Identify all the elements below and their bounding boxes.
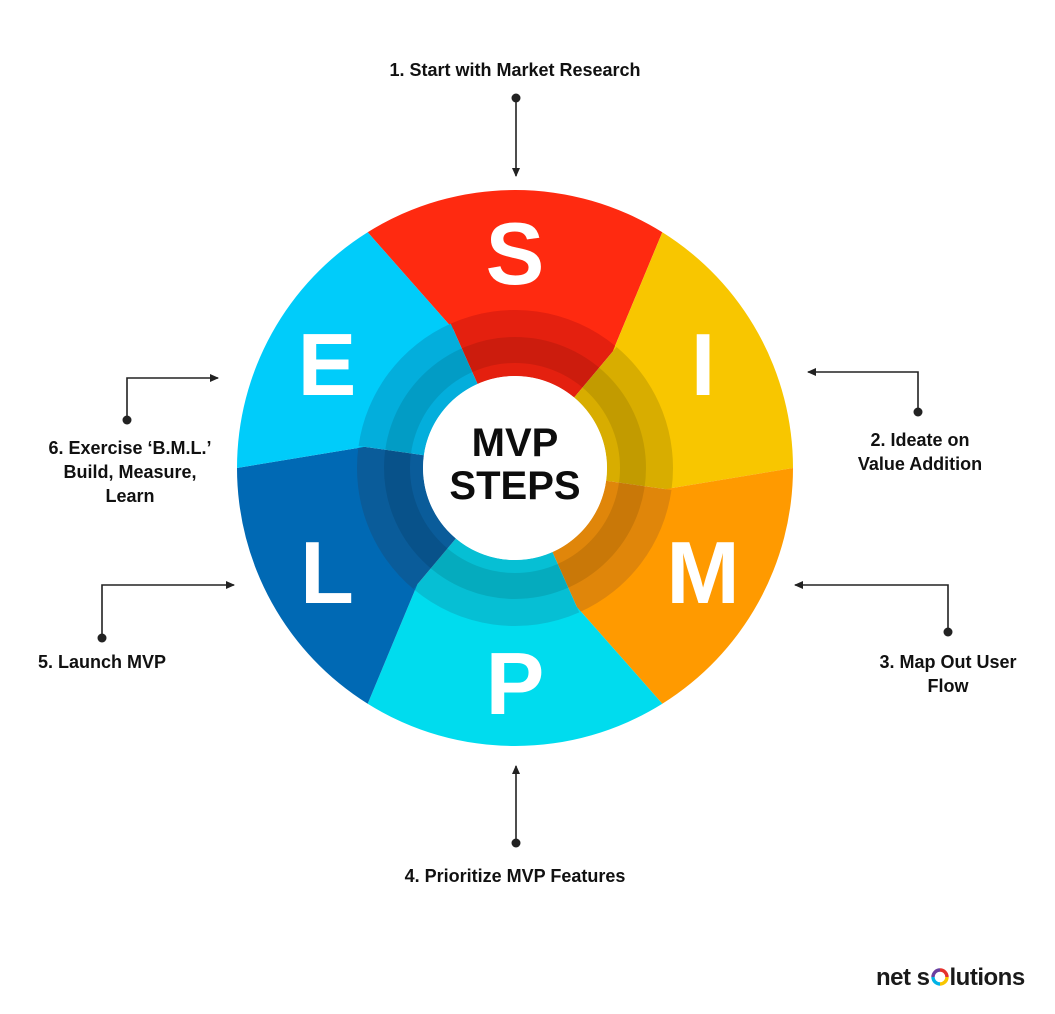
step-1-line-1: 1. Start with Market Research [389, 60, 641, 80]
step-3-line-1: 3. Map Out User [879, 652, 1017, 672]
step-2-connector-dot [913, 407, 923, 417]
segment-m [576, 468, 793, 704]
step-5-connector [101, 581, 235, 638]
segment-letter-s: S [486, 204, 545, 303]
step-2-line-2: Value Addition [857, 454, 983, 474]
inner-shadow-ring [384, 337, 646, 599]
step-6-line-2: Build, Measure, [63, 462, 197, 482]
segment-i-inner-ring [574, 346, 673, 490]
logo-ring-icon [930, 968, 949, 986]
logo-ring-arc [930, 968, 940, 978]
center-title-line-1: MVP [472, 421, 559, 465]
segment-s [367, 190, 663, 352]
step-6-line-1: 6. Exercise ‘B.M.L.’ [48, 438, 212, 458]
step-6-connector-dot [122, 415, 132, 425]
segment-e-inner-ring [358, 323, 478, 456]
step-5-label: 5. Launch MVP [38, 650, 238, 674]
segment-letter-l: L [300, 523, 354, 622]
step-1-label: 1. Start with Market Research [330, 58, 700, 82]
segment-letter-e: E [298, 315, 357, 414]
step-6-line-3: Learn [105, 486, 155, 506]
logo-ring-arc [930, 976, 940, 986]
segment-s-inner-ring [450, 310, 617, 398]
segment-p [367, 584, 663, 747]
segment-letter-i: I [691, 315, 715, 414]
step-3-line-2: Flow [927, 676, 969, 696]
step-5-connector-dot [97, 633, 107, 643]
logo-text-after: lutions [949, 964, 1026, 991]
segment-e [237, 232, 454, 468]
segment-l-inner-ring [356, 446, 456, 590]
logo-ring-arc [939, 976, 949, 986]
center-title-line-2: STEPS [449, 464, 580, 508]
step-2-connector [807, 368, 919, 412]
step-3-label: 3. Map Out User Flow [856, 650, 1040, 698]
segment-letter-m: M [666, 523, 739, 622]
net-solutions-logo: net s lutions [876, 964, 1025, 994]
step-2-label: 2. Ideate on Value Addition [820, 428, 1020, 476]
step-5-line-1: 5. Launch MVP [38, 652, 167, 672]
step-6-connector [126, 374, 219, 420]
step-2-line-1: 2. Ideate on [870, 430, 970, 450]
center-circle [423, 376, 607, 560]
step-4-label: 4. Prioritize MVP Features [340, 864, 690, 888]
segment-m-inner-ring [552, 480, 672, 613]
step-6-label: 6. Exercise ‘B.M.L.’ Build, Measure, Lea… [30, 436, 230, 508]
segment-letter-p: P [486, 634, 545, 733]
connectors [97, 93, 953, 848]
segment-i [612, 232, 793, 490]
step-1-connector-dot [511, 93, 521, 103]
logo-text-before: net s [876, 964, 930, 991]
step-3-connector [794, 581, 949, 632]
wheel: S I M P L E [237, 190, 793, 747]
segment-p-inner-ring [413, 538, 580, 626]
step-4-line-1: 4. Prioritize MVP Features [404, 866, 626, 886]
logo-ring-arc [939, 968, 949, 978]
step-4-connector-dot [511, 838, 521, 848]
segment-l [237, 446, 418, 704]
step-3-connector-dot [943, 627, 953, 637]
